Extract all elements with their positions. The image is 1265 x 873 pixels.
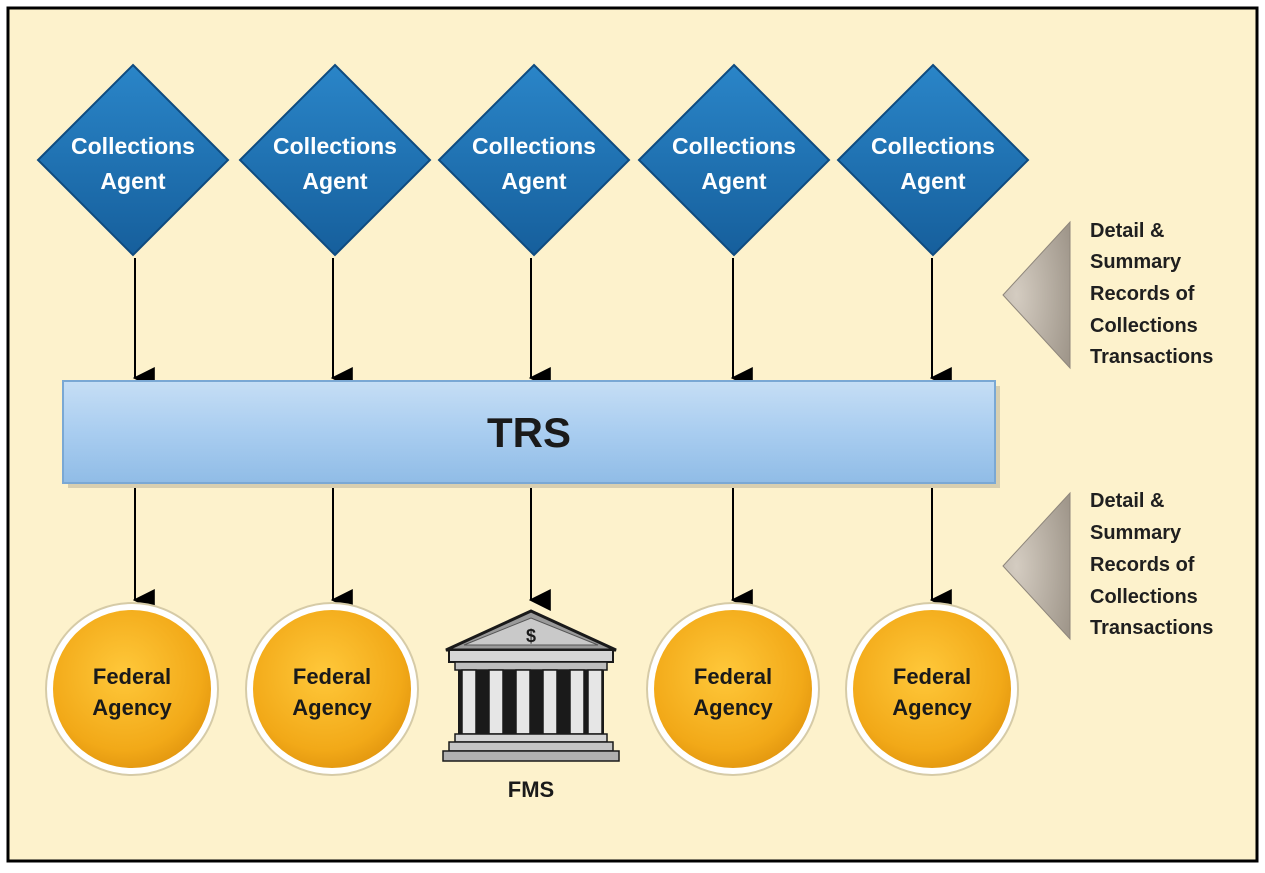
agency-label-line2: Agency — [292, 695, 372, 720]
agency-label-line1: Federal — [694, 664, 772, 689]
agency-node: Federal Agency — [245, 602, 419, 776]
agent-label-line1: Collections — [871, 133, 995, 159]
agency-label-line1: Federal — [293, 664, 371, 689]
diamond-shape — [637, 63, 831, 257]
building-column — [569, 669, 585, 735]
side-note-line: Summary — [1090, 251, 1182, 273]
building-column — [488, 669, 504, 735]
building-entablature-2 — [454, 661, 608, 671]
side-note-line: Transactions — [1090, 617, 1213, 639]
trs-label: TRS — [487, 409, 571, 456]
agent-label-line1: Collections — [273, 133, 397, 159]
agency-label-line2: Agency — [693, 695, 773, 720]
building-column — [461, 669, 477, 735]
building-step — [448, 741, 614, 752]
agent-node: Collections Agent — [238, 63, 432, 257]
building-column — [542, 669, 558, 735]
agent-label-line2: Agent — [302, 168, 368, 194]
treasury-building-icon: $ — [442, 609, 620, 762]
diamond-shape — [238, 63, 432, 257]
side-note-upper: Detail & Summary Records of Collections … — [1002, 220, 1213, 370]
building-step — [454, 733, 608, 743]
agency-circle — [853, 610, 1011, 768]
building-column — [587, 669, 603, 735]
building-roof-inner — [463, 617, 599, 646]
agent-node: Collections Agent — [637, 63, 831, 257]
agency-circle — [654, 610, 812, 768]
agent-label-line2: Agent — [900, 168, 966, 194]
agent-label-line2: Agent — [100, 168, 166, 194]
diamond-shape — [36, 63, 230, 257]
trs-bar — [62, 380, 996, 484]
building-step — [442, 750, 620, 762]
agent-label-line1: Collections — [672, 133, 796, 159]
agent-label-line1: Collections — [71, 133, 195, 159]
side-note-line: Records of — [1090, 283, 1195, 305]
side-note-line: Collections — [1090, 315, 1198, 337]
side-note-lower: Detail & Summary Records of Collections … — [1002, 490, 1213, 641]
side-note-line: Collections — [1090, 586, 1198, 608]
diamond-shape — [836, 63, 1030, 257]
agency-label-line2: Agency — [892, 695, 972, 720]
side-note-line: Detail & — [1090, 220, 1164, 242]
side-note-line: Records of — [1090, 554, 1195, 576]
agent-node: Collections Agent — [836, 63, 1030, 257]
triangle-pointer-icon — [1002, 220, 1071, 370]
agent-label-line2: Agent — [701, 168, 767, 194]
triangle-pointer-icon — [1002, 491, 1071, 641]
dollar-symbol: $ — [526, 626, 536, 646]
side-note-line: Detail & — [1090, 490, 1164, 512]
outbound-arrows — [132, 484, 952, 611]
agent-node: Collections Agent — [437, 63, 631, 257]
agent-label-line1: Collections — [472, 133, 596, 159]
side-note-line: Summary — [1090, 522, 1182, 544]
building-column — [515, 669, 531, 735]
agency-node: Federal Agency — [845, 602, 1019, 776]
agency-circle — [53, 610, 211, 768]
agency-node: Federal Agency — [45, 602, 219, 776]
agency-label-line2: Agency — [92, 695, 172, 720]
agency-circle — [253, 610, 411, 768]
fms-node: $ FMS — [442, 609, 620, 802]
inbound-arrows — [132, 258, 952, 389]
agency-node: Federal Agency — [646, 602, 820, 776]
diamond-shape — [437, 63, 631, 257]
agency-label-line1: Federal — [893, 664, 971, 689]
agent-label-line2: Agent — [501, 168, 567, 194]
trs-hub: TRS — [62, 380, 1000, 488]
building-entablature — [448, 649, 614, 663]
agent-node: Collections Agent — [36, 63, 230, 257]
agency-label-line1: Federal — [93, 664, 171, 689]
side-note-line: Transactions — [1090, 346, 1213, 368]
fms-label: FMS — [508, 777, 554, 802]
